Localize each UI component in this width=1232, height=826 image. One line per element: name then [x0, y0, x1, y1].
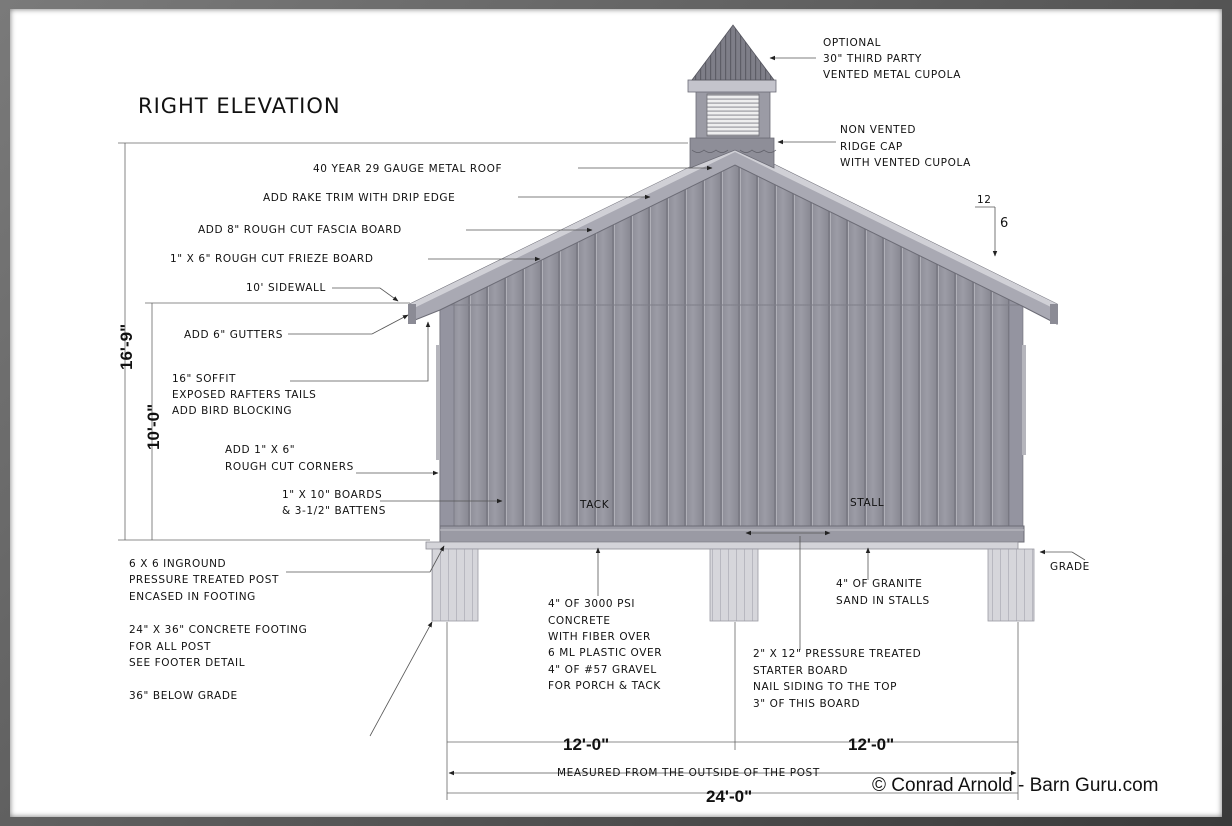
- dim-wall-height: 10'-0": [144, 404, 163, 450]
- note-fascia: ADD 8" ROUGH CUT FASCIA BOARD: [198, 224, 402, 236]
- leader-soffit: [290, 321, 431, 382]
- note-gutters: ADD 6" GUTTERS: [184, 329, 283, 341]
- note-concrete-1: 4" OF 3000 PSI: [548, 598, 635, 610]
- note-ridge-1: NON VENTED: [840, 124, 916, 136]
- note-soffit-2: EXPOSED RAFTERS TAILS: [172, 389, 316, 401]
- dim-right-half: 12'-0": [848, 735, 894, 754]
- fascia-right: [1050, 304, 1058, 324]
- side-trim-right: [1022, 345, 1026, 455]
- dimension-lines: [118, 142, 1019, 800]
- cupola: [687, 24, 777, 169]
- right-corner-board: [1008, 299, 1024, 529]
- note-cupola-2: 30" THIRD PARTY: [823, 53, 922, 65]
- annotations: OPTIONAL 30" THIRD PARTY VENTED METAL CU…: [129, 37, 1090, 779]
- dim-total-width: 24'-0": [706, 787, 752, 806]
- label-stall: STALL: [850, 497, 884, 509]
- note-measured: MEASURED FROM THE OUTSIDE OF THE POST: [557, 767, 820, 779]
- note-concrete-6: FOR PORCH & TACK: [548, 680, 661, 692]
- note-soffit-1: 16" SOFFIT: [172, 373, 236, 385]
- note-concrete-2: CONCRETE: [548, 615, 611, 627]
- post-right: [987, 548, 1035, 622]
- leader-gutters-b: [371, 314, 409, 335]
- note-starter-2: STARTER BOARD: [753, 665, 848, 677]
- leader-sidewall-b: [379, 287, 399, 302]
- cupola-roof: [691, 24, 775, 81]
- leader-post-b: [429, 545, 445, 573]
- leader-footing: [369, 621, 433, 737]
- note-post-1: 6 X 6 INGROUND: [129, 558, 226, 570]
- note-granite-1: 4" OF GRANITE: [836, 578, 922, 590]
- copyright: © Conrad Arnold - Barn Guru.com: [872, 775, 1158, 796]
- post-left: [431, 548, 479, 622]
- note-sidewall: 10' SIDEWALL: [246, 282, 326, 294]
- note-boards-2: & 3-1/2" BATTENS: [282, 505, 386, 517]
- post-center: [709, 548, 759, 622]
- note-concrete-3: WITH FIBER OVER: [548, 631, 651, 643]
- note-granite-2: SAND IN STALLS: [836, 595, 930, 607]
- note-starter-4: 3" OF THIS BOARD: [753, 698, 860, 710]
- cupola-eave: [687, 79, 777, 93]
- leader-lines: [286, 55, 1086, 737]
- note-cupola-1: OPTIONAL: [823, 37, 881, 49]
- note-concrete-5: 4" OF #57 GRAVEL: [548, 664, 657, 676]
- left-corner-board: [439, 299, 455, 529]
- note-post-2: PRESSURE TREATED POST: [129, 574, 279, 586]
- gable-wall: [439, 159, 1023, 531]
- note-corners-2: ROUGH CUT CORNERS: [225, 461, 354, 473]
- note-boards-1: 1" X 10" BOARDS: [282, 489, 382, 501]
- dim-left-half: 12'-0": [563, 735, 609, 754]
- note-post-3: ENCASED IN FOOTING: [129, 591, 256, 603]
- note-footing-2: FOR ALL POST: [129, 641, 211, 653]
- pitch-rise: 6: [1000, 216, 1009, 231]
- note-footing-1: 24" X 36" CONCRETE FOOTING: [129, 624, 307, 636]
- note-starter-1: 2" X 12" PRESSURE TREATED: [753, 648, 921, 660]
- barn-elevation: [408, 24, 1058, 622]
- note-footing-3: SEE FOOTER DETAIL: [129, 657, 245, 669]
- fascia-left: [408, 304, 416, 324]
- label-tack: TACK: [579, 499, 610, 511]
- note-rake: ADD RAKE TRIM WITH DRIP EDGE: [263, 192, 455, 204]
- cupola-louver: [706, 93, 760, 137]
- note-starter-3: NAIL SIDING TO THE TOP: [753, 681, 897, 693]
- side-trim-left: [436, 345, 440, 460]
- note-frieze: 1" X 6" ROUGH CUT FRIEZE BOARD: [170, 253, 374, 265]
- note-grade: GRADE: [1050, 561, 1090, 573]
- starter-board: [439, 525, 1025, 543]
- drawing-sheet: RIGHT ELEVATION: [10, 9, 1222, 817]
- note-cupola-3: VENTED METAL CUPOLA: [823, 69, 961, 81]
- note-corners-1: ADD 1" X 6": [225, 444, 295, 456]
- pitch-run: 12: [977, 194, 992, 206]
- elevation-drawing: RIGHT ELEVATION: [117, 24, 1158, 806]
- leader-grade-b: [1071, 551, 1086, 561]
- ridge-cap-scallops: [691, 149, 777, 153]
- note-roof: 40 YEAR 29 GAUGE METAL ROOF: [313, 163, 502, 175]
- drawing-title: RIGHT ELEVATION: [138, 94, 341, 118]
- note-ridge-2: RIDGE CAP: [840, 141, 903, 153]
- note-soffit-3: ADD BIRD BLOCKING: [172, 405, 292, 417]
- note-below-grade: 36" BELOW GRADE: [129, 690, 238, 702]
- note-ridge-3: WITH VENTED CUPOLA: [840, 157, 971, 169]
- grade-slab: [425, 541, 1019, 550]
- note-concrete-4: 6 ML PLASTIC OVER: [548, 647, 662, 659]
- dim-total-height: 16'-9": [117, 324, 136, 370]
- dimension-labels: 16'-9" 10'-0" 12'-0" 12'-0" 24'-0": [117, 324, 894, 806]
